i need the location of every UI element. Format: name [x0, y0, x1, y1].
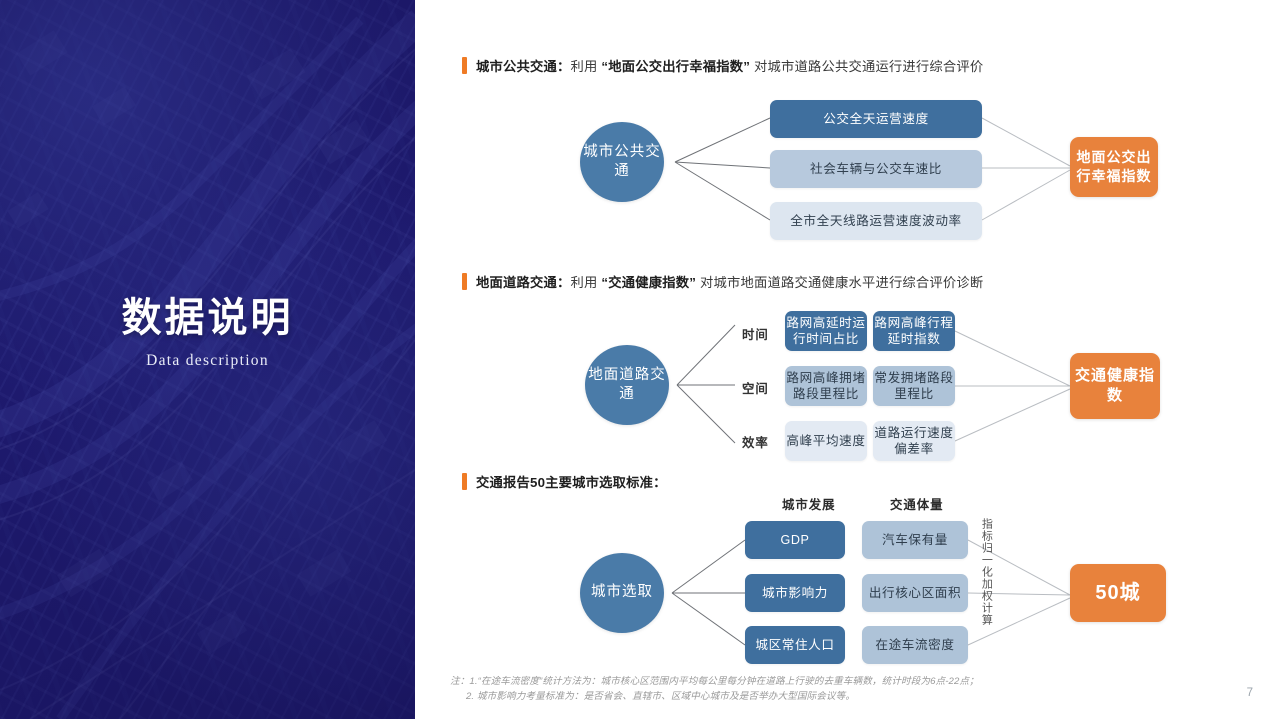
- indicator-city-influence: 城市影响力: [745, 574, 845, 612]
- indicator-node-3: 全市全天线路运营速度波动率: [770, 202, 982, 240]
- section-1-normal-1: 利用: [570, 59, 598, 74]
- indicator-core-area: 出行核心区面积: [862, 574, 968, 612]
- section-marker-bar: [462, 57, 467, 74]
- footnote-line-1: 注：1.“在途车流密度”统计方法为：城市核心区范围内平均每公里每分钟在道路上行驶…: [450, 676, 979, 687]
- section-3-lead: 交通报告50主要城市选取标准：: [476, 475, 667, 490]
- content-area: 城市公共交通：利用 “地面公交出行幸福指数” 对城市道路公共交通运行进行综合评价…: [415, 0, 1279, 719]
- diagram-city-selection: 城市发展 交通体量 城市选取 GDP 城市影响力 城区常住人口 汽车保有量 出行…: [580, 495, 1279, 670]
- indicator-efficiency-a: 高峰平均速度: [785, 421, 867, 461]
- indicator-efficiency-b: 道路运行速度偏差率: [873, 421, 955, 461]
- indicator-node-2: 社会车辆与公交车速比: [770, 150, 982, 188]
- section-heading-city-selection: 交通报告50主要城市选取标准：: [462, 472, 667, 491]
- column-header-city-development: 城市发展: [782, 498, 836, 512]
- diagram-road-traffic: 地面道路交通 时间 空间 效率 路网高延时运行时间占比 路网高峰拥堵路段里程比 …: [580, 303, 1279, 468]
- page-subtitle: Data description: [146, 351, 269, 369]
- dimension-label-efficiency: 效率: [742, 436, 769, 450]
- indicator-urban-population: 城区常住人口: [745, 626, 845, 664]
- indicator-gdp: GDP: [745, 521, 845, 559]
- column-header-traffic-volume: 交通体量: [890, 498, 944, 512]
- result-node-public-transit: 地面公交出行幸福指数: [1070, 137, 1158, 197]
- source-node-public-transit: 城市公共交通: [580, 122, 664, 202]
- indicator-space-b: 常发拥堵路段里程比: [873, 366, 955, 406]
- dimension-label-time: 时间: [742, 328, 769, 342]
- footnote-line-2: 2. 城市影响力考量标准为：是否省会、直辖市、区域中心城市及是否举办大型国际会议…: [466, 691, 856, 702]
- left-panel-vignette: [0, 0, 415, 719]
- section-1-quoted: “地面公交出行幸福指数”: [601, 59, 751, 74]
- section-1-normal-2: 对城市道路公共交通运行进行综合评价: [753, 59, 984, 74]
- indicator-node-1: 公交全天运营速度: [770, 100, 982, 138]
- section-marker-bar: [462, 273, 467, 290]
- indicator-traffic-density: 在途车流密度: [862, 626, 968, 664]
- source-node-road-traffic: 地面道路交通: [585, 345, 669, 425]
- indicator-car-ownership: 汽车保有量: [862, 521, 968, 559]
- indicator-time-a: 路网高延时运行时间占比: [785, 311, 867, 351]
- connector-label-normalization: 指标归一化加权计算: [980, 518, 993, 626]
- left-title-panel: 数据说明 Data description: [0, 0, 415, 719]
- page-number: 7: [1246, 687, 1253, 699]
- section-2-quoted: “交通健康指数”: [601, 275, 697, 290]
- section-2-normal-1: 利用: [570, 275, 598, 290]
- section-2-lead: 地面道路交通：: [476, 275, 571, 290]
- section-1-lead: 城市公共交通：: [476, 59, 571, 74]
- indicator-space-a: 路网高峰拥堵路段里程比: [785, 366, 867, 406]
- section-2-normal-2: 对城市地面道路交通健康水平进行综合评价诊断: [699, 275, 984, 290]
- result-node-road-traffic: 交通健康指数: [1070, 353, 1160, 419]
- section-marker-bar: [462, 473, 467, 490]
- diagram-public-transit: 城市公共交通 公交全天运营速度 社会车辆与公交车速比 全市全天线路运营速度波动率…: [580, 90, 1279, 250]
- section-heading-public-transit: 城市公共交通：利用 “地面公交出行幸福指数” 对城市道路公共交通运行进行综合评价: [462, 56, 983, 75]
- indicator-time-b: 路网高峰行程延时指数: [873, 311, 955, 351]
- section-heading-road-traffic: 地面道路交通：利用 “交通健康指数” 对城市地面道路交通健康水平进行综合评价诊断: [462, 272, 983, 291]
- dimension-label-space: 空间: [742, 382, 769, 396]
- result-node-50-cities: 50城: [1070, 564, 1166, 622]
- source-node-city-selection: 城市选取: [580, 553, 664, 633]
- page-title: 数据说明: [121, 296, 294, 340]
